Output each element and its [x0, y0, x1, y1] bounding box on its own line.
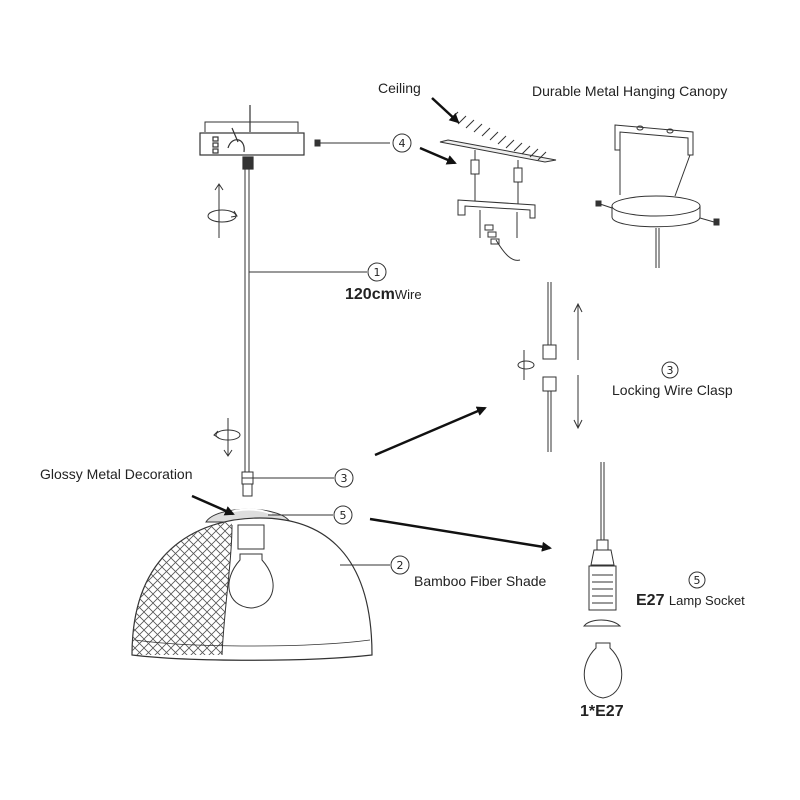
clasp-detail — [517, 282, 583, 452]
label-socket-text: Lamp Socket — [668, 593, 745, 608]
svg-text:5: 5 — [340, 509, 347, 522]
glossy-decoration — [205, 483, 291, 523]
label-bulb: 1*E27 — [580, 703, 624, 720]
label-wire: 120cmWire — [345, 286, 422, 304]
rotate-icon-top — [207, 183, 238, 238]
callout-clasp-main: 3 — [253, 468, 354, 488]
svg-text:5: 5 — [694, 574, 701, 587]
svg-text:1: 1 — [374, 266, 381, 279]
svg-text:4: 4 — [399, 137, 406, 150]
callout-shade: 2 — [340, 555, 410, 575]
svg-text:3: 3 — [341, 472, 348, 485]
screw-main — [314, 139, 390, 147]
label-socket-type: E27 — [636, 592, 665, 609]
label-decoration: Glossy Metal Decoration — [40, 466, 193, 482]
label-socket: E27 Lamp Socket — [636, 592, 745, 610]
label-clasp: Locking Wire Clasp — [612, 382, 733, 398]
svg-text:2: 2 — [397, 559, 404, 572]
ceiling-canopy-main — [199, 105, 305, 170]
label-wire-text: Wire — [394, 287, 422, 302]
wire — [244, 169, 250, 472]
arrow-socket — [369, 517, 552, 552]
label-ceiling: Ceiling — [378, 80, 421, 96]
callout-socket: 5 — [688, 571, 706, 589]
callout-clasp-detail: 3 — [661, 361, 679, 379]
callout-wire: 1 — [249, 262, 387, 282]
label-wire-length: 120cm — [345, 286, 395, 303]
arrow-decoration — [191, 494, 235, 516]
ceiling-detail — [439, 111, 557, 261]
socket-detail — [582, 462, 623, 699]
bamboo-fiber-shade — [131, 517, 373, 661]
arrow-ceiling — [431, 97, 460, 124]
callout-decoration: 5 — [268, 505, 353, 525]
clasp-main — [241, 471, 254, 485]
callout-canopy-screw: 4 — [392, 133, 412, 153]
label-canopy: Durable Metal Hanging Canopy — [532, 83, 728, 99]
svg-text:3: 3 — [667, 364, 674, 377]
arrow-clasp — [374, 406, 487, 457]
canopy-detail — [595, 124, 720, 268]
rotate-icon-bottom — [213, 418, 241, 457]
label-shade: Bamboo Fiber Shade — [414, 573, 547, 589]
arrow-screw — [419, 146, 457, 165]
